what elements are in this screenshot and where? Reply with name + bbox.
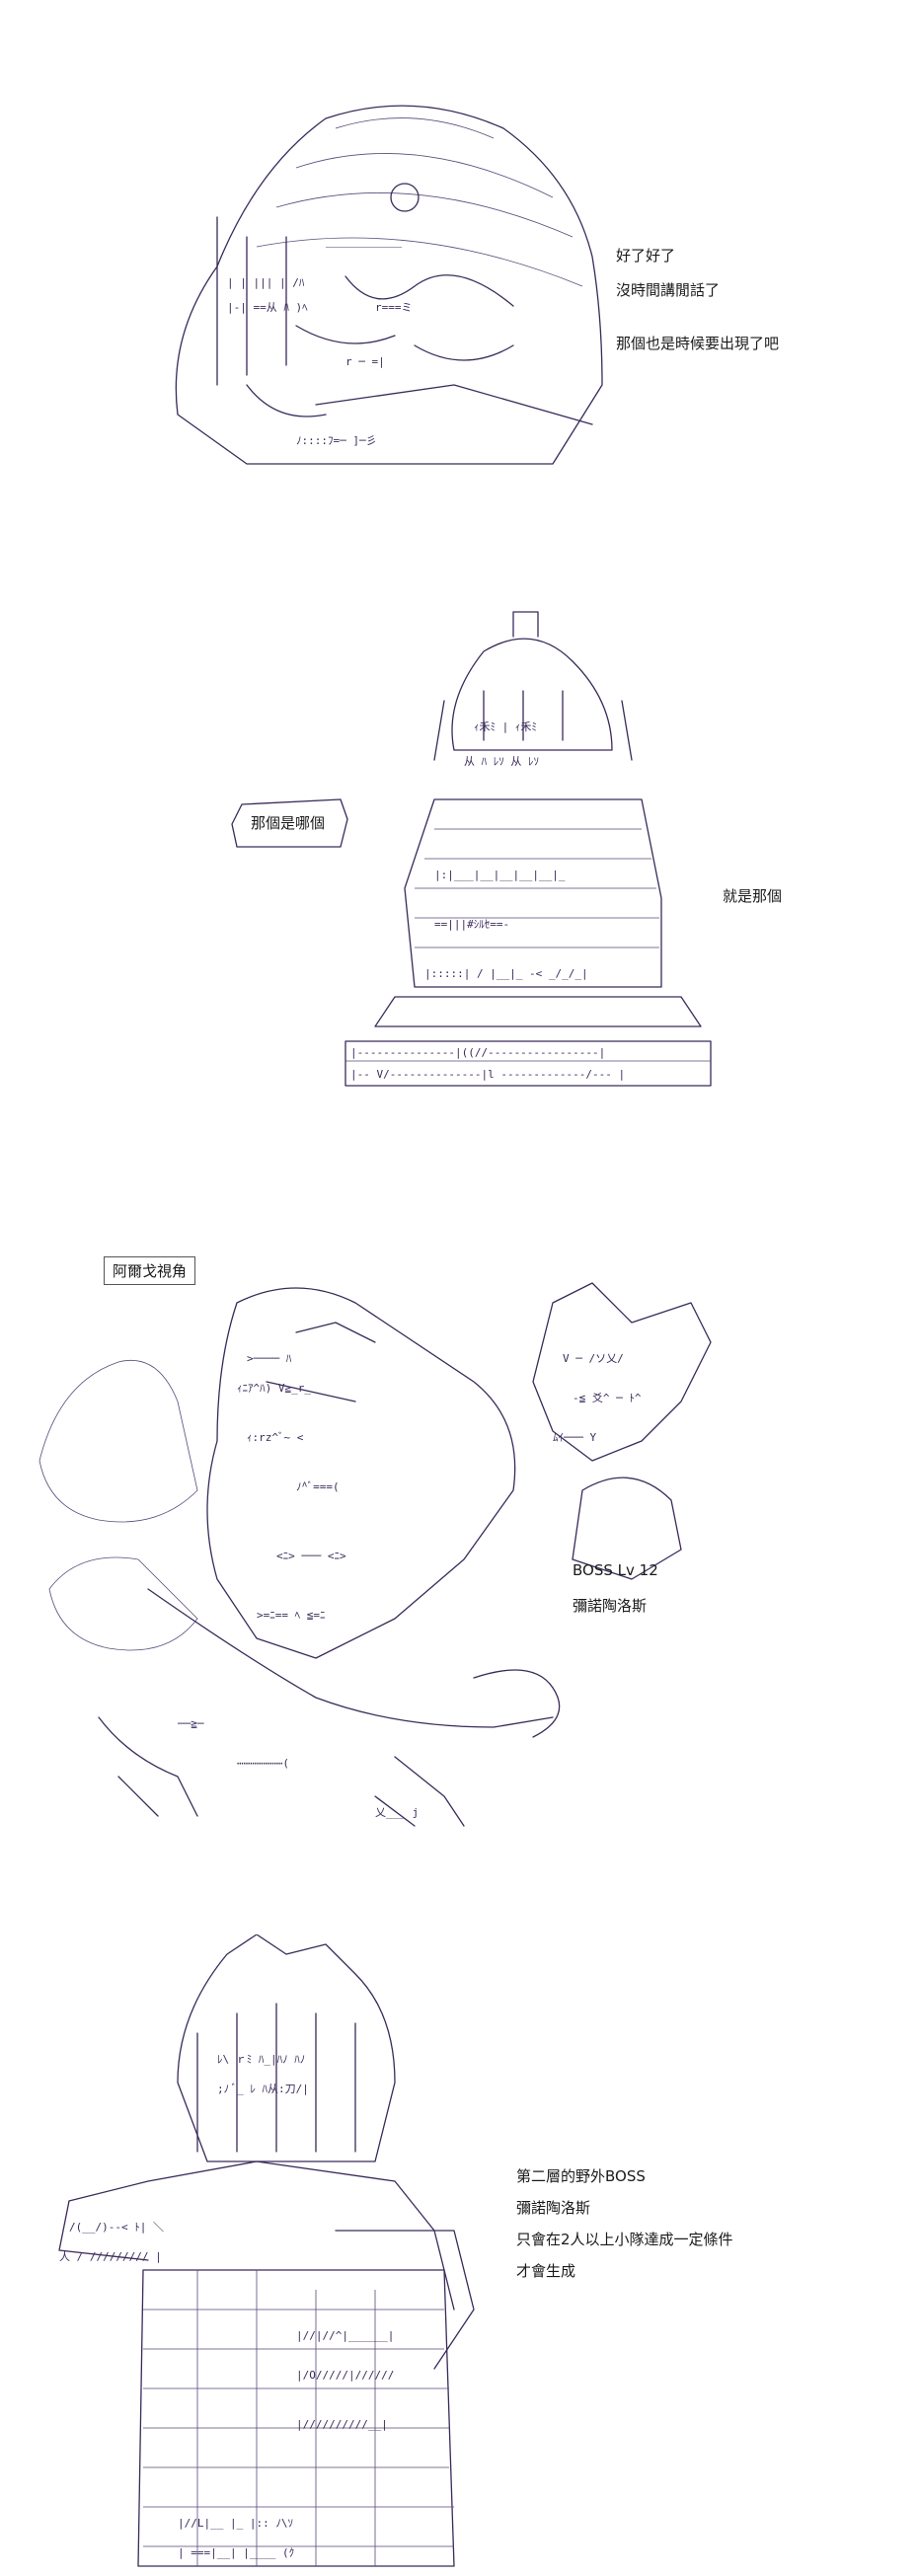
panel-3-ascii-art: >──── ﾊ ｨﾆｱ^ﾊ) V≧_r_ ｨ:rz^ﾞ~ < ﾉ^ﾞ===( <… [0, 1263, 918, 1836]
svg-text:|-| ==从 ﾊ )ﾍ: |-| ==从 ﾊ )ﾍ [227, 301, 308, 314]
svg-text:/(__/)--< ﾄ| ＼: /(__/)--< ﾄ| ＼ [69, 2221, 164, 2234]
svg-text:|//L|__ |_ |:: ﾉ\ｿ: |//L|__ |_ |:: ﾉ\ｿ [178, 2517, 293, 2530]
svg-text:￣￣￣￣￣￣￣: ￣￣￣￣￣￣￣ [326, 246, 402, 260]
svg-text:>──── ﾊ: >──── ﾊ [247, 1352, 292, 1365]
svg-text:乂___ j: 乂___ j [375, 1806, 419, 1819]
svg-text:>=ﾆ== ﾍ ≦=ﾆ: >=ﾆ== ﾍ ≦=ﾆ [257, 1609, 325, 1622]
svg-text:|//|//^|______|: |//|//^|______| [296, 2329, 394, 2342]
panel-1-ascii-art: ￣￣￣￣￣￣￣ | | ||| | /ﾊ |-| ==从 ﾊ )ﾍ r===ミ … [0, 89, 918, 484]
panel-2-ascii-art: ｨ禾ﾐ | ｨ禾ﾐ 从 ﾊ ﾚｿ 从 ﾚｿ |:|___|__|__|__|__… [0, 592, 918, 1145]
svg-text:人 / ///////// |: 人 / ///////// | [59, 2250, 162, 2263]
svg-text:从 ﾊ ﾚｿ 从 ﾚｿ: 从 ﾊ ﾚｿ 从 ﾚｿ [464, 755, 539, 768]
svg-text:ｨﾆｱ^ﾊ) V≧_r_: ｨﾆｱ^ﾊ) V≧_r_ [237, 1382, 311, 1395]
panel-4-line-3: 只會在2人以上小隊達成一定條件 [516, 2231, 733, 2248]
svg-text:ｨ禾ﾐ | ｨ禾ﾐ: ｨ禾ﾐ | ｨ禾ﾐ [474, 720, 537, 733]
svg-text:──≧─: ──≧─ [177, 1717, 204, 1730]
svg-text:;ﾉ ﾞ_ ﾚ ﾊ从:刀/|: ;ﾉ ﾞ_ ﾚ ﾊ从:刀/| [217, 2083, 309, 2095]
panel-1-line-1: 好了好了 [616, 247, 676, 265]
panel-3-boss-name: 彌諾陶洛斯 [573, 1597, 648, 1615]
svg-text:ｨ:rz^ﾞ~ <: ｨ:rz^ﾞ~ < [247, 1431, 304, 1444]
svg-text:|:::::| / |__|_ -< _/_/_|: |:::::| / |__|_ -< _/_/_| [424, 967, 588, 980]
svg-text:<ﾆ> ─── <ﾆ>: <ﾆ> ─── <ﾆ> [276, 1550, 346, 1562]
panel-2-speech-bubble: 那個是哪個 [251, 814, 326, 832]
svg-text:|//////////__|: |//////////__| [296, 2418, 388, 2431]
svg-text:-≦ 爻^ ─ ﾄ^: -≦ 爻^ ─ ﾄ^ [573, 1392, 642, 1404]
panel-4-line-1: 第二層的野外BOSS [516, 2167, 646, 2185]
svg-text:⋯⋯⋯⋯⋯⋯⋯(: ⋯⋯⋯⋯⋯⋯⋯( [237, 1757, 289, 1770]
svg-text:r===ミ: r===ミ [375, 301, 413, 314]
panel-1-line-2: 沒時間講閒話了 [616, 281, 721, 299]
svg-text:ﾑｲ─── Y: ﾑｲ─── Y [553, 1431, 596, 1444]
svg-text:| | ||| | /ﾊ: | | ||| | /ﾊ [227, 276, 305, 289]
panel-4-line-2: 彌諾陶洛斯 [516, 2199, 591, 2217]
panel-3-boss-level: BOSS Lv 12 [573, 1561, 658, 1579]
svg-text:==|||#ｼﾙｾ==-: ==|||#ｼﾙｾ==- [434, 918, 509, 931]
panel-4-ascii-art: ﾚ\ ｒﾐ ﾊ_|ﾊﾉ ﾊﾉ ;ﾉ ﾞ_ ﾚ ﾊ从:刀/| /(__/)--< … [0, 1934, 918, 2576]
panel-4-line-4: 才會生成 [516, 2262, 576, 2280]
svg-text:|/O/////|//////: |/O/////|////// [296, 2369, 394, 2382]
svg-text:|:|___|__|__|__|__|_: |:|___|__|__|__|__|_ [434, 869, 566, 881]
svg-text:|---------------|((//---------: |---------------|((//-----------------| [350, 1046, 605, 1059]
svg-text:V ─ /ソ乂/: V ─ /ソ乂/ [563, 1352, 624, 1365]
panel-1-line-3: 那個也是時候要出現了吧 [616, 335, 780, 352]
panel-2-reply: 就是那個 [723, 887, 783, 905]
svg-text:ﾉ::::ﾌ=─ ]─彡: ﾉ::::ﾌ=─ ]─彡 [296, 434, 377, 447]
panel-3-pov-tag: 阿爾戈視角 [104, 1256, 196, 1285]
svg-text:|-- V/--------------|l -------: |-- V/--------------|l -------------/---… [350, 1068, 625, 1081]
svg-text:ﾚ\ ｒﾐ ﾊ_|ﾊﾉ ﾊﾉ: ﾚ\ ｒﾐ ﾊ_|ﾊﾉ ﾊﾉ [217, 2053, 305, 2066]
svg-text:ﾉ^ﾞ===(: ﾉ^ﾞ===( [296, 1480, 340, 1493]
svg-text:r ─ =|: r ─ =| [345, 355, 385, 368]
svg-text:| ===|__| |____ (ｸ: | ===|__| |____ (ｸ [178, 2546, 294, 2559]
